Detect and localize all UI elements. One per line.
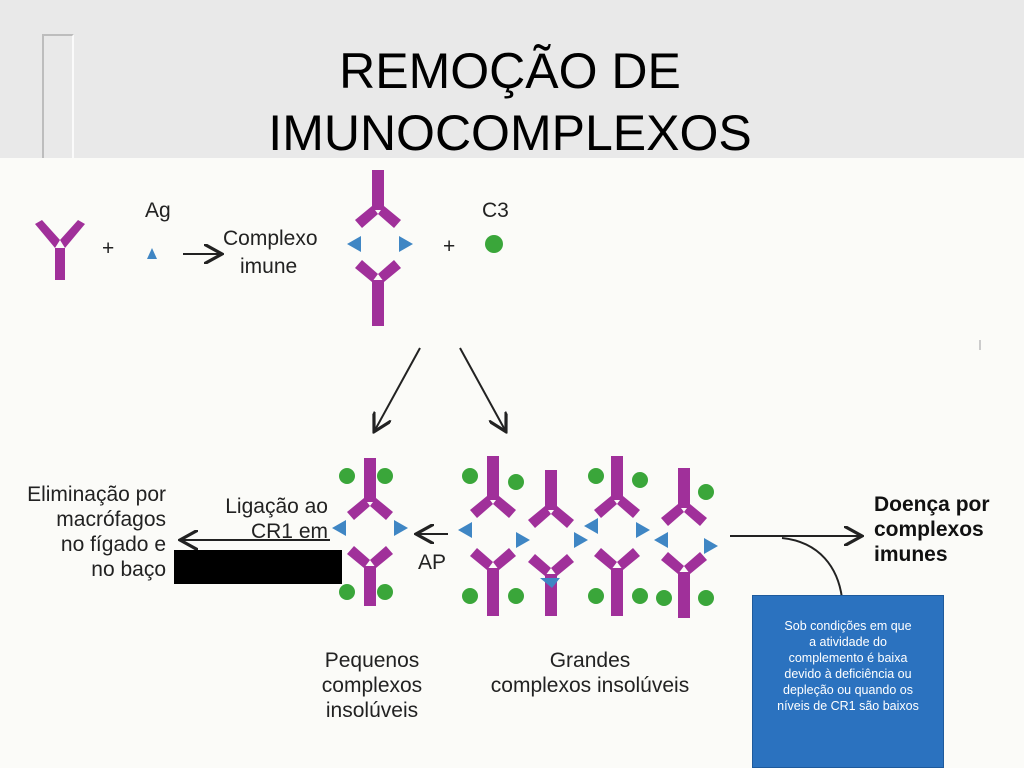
immune-complex-icon: [347, 170, 413, 326]
info-box-line: níveis de CR1 são baixos: [777, 699, 919, 713]
label-grandes-line: complexos insolúveis: [490, 674, 690, 697]
label-eliminacao-line: no baço: [91, 558, 166, 581]
label-grandes-line: Grandes: [549, 649, 631, 672]
info-box-line: depleção ou quando os: [783, 683, 913, 697]
redaction-bar: [174, 550, 342, 584]
title-line-2: IMUNOCOMPLEXOS: [268, 105, 752, 161]
diagram-figure: Ag C3 + + Complexo imune Eliminação por …: [0, 158, 1024, 768]
label-pequenos: Pequenos complexos insolúveis: [310, 648, 434, 723]
slide-title: REMOÇÃO DE IMUNOCOMPLEXOS: [160, 40, 860, 164]
antigen-icon: [147, 248, 157, 259]
label-doenca-line: complexos: [874, 518, 984, 541]
label-eliminacao-line: no fígado e: [60, 533, 166, 556]
small-complex-icon: [332, 458, 408, 606]
info-box: Sob condições em que a atividade do comp…: [752, 595, 944, 768]
label-eliminacao: Eliminação por macrófagos no fígado e no…: [4, 482, 166, 582]
label-ligacao-line: CR1 em: [250, 520, 328, 543]
title-line-1: REMOÇÃO DE: [339, 43, 681, 99]
label-c3: C3: [482, 199, 509, 222]
label-pequenos-line: complexos: [321, 674, 423, 697]
diagram-graphics: [35, 170, 981, 618]
label-ag: Ag: [145, 199, 171, 222]
info-box-line: a atividade do: [809, 635, 887, 649]
label-eliminacao-line: Eliminação por: [27, 483, 166, 506]
connector-line: [781, 537, 843, 599]
title-decoration: [42, 34, 74, 162]
label-pequenos-line: insolúveis: [325, 699, 419, 722]
label-pequenos-line: Pequenos: [324, 649, 420, 672]
antibody-icon: [35, 220, 85, 280]
label-grandes: Grandes complexos insolúveis: [470, 648, 710, 698]
label-complexo: Complexo: [223, 227, 318, 250]
label-doenca-line: Doença por: [874, 493, 990, 516]
label-plus-1: +: [102, 237, 115, 260]
info-box-line: complemento é baixa: [788, 651, 908, 665]
label-doenca-line: imunes: [874, 543, 948, 566]
label-ap: AP: [418, 551, 447, 574]
label-imune: imune: [240, 255, 298, 278]
label-ligacao: Ligação ao CR1 em: [206, 494, 328, 544]
label-ligacao-line: Ligação ao: [225, 495, 328, 518]
c3-icon: [485, 235, 503, 253]
info-box-line: devido à deficiência ou: [784, 667, 912, 681]
info-box-line: Sob condições em que: [784, 619, 912, 633]
large-complex-icon: [458, 456, 718, 618]
label-plus-2: +: [443, 235, 456, 258]
label-eliminacao-line: macrófagos: [56, 508, 166, 531]
arrow-icon: [459, 347, 505, 430]
label-doenca: Doença por complexos imunes: [874, 492, 990, 567]
arrow-icon: [375, 347, 421, 430]
